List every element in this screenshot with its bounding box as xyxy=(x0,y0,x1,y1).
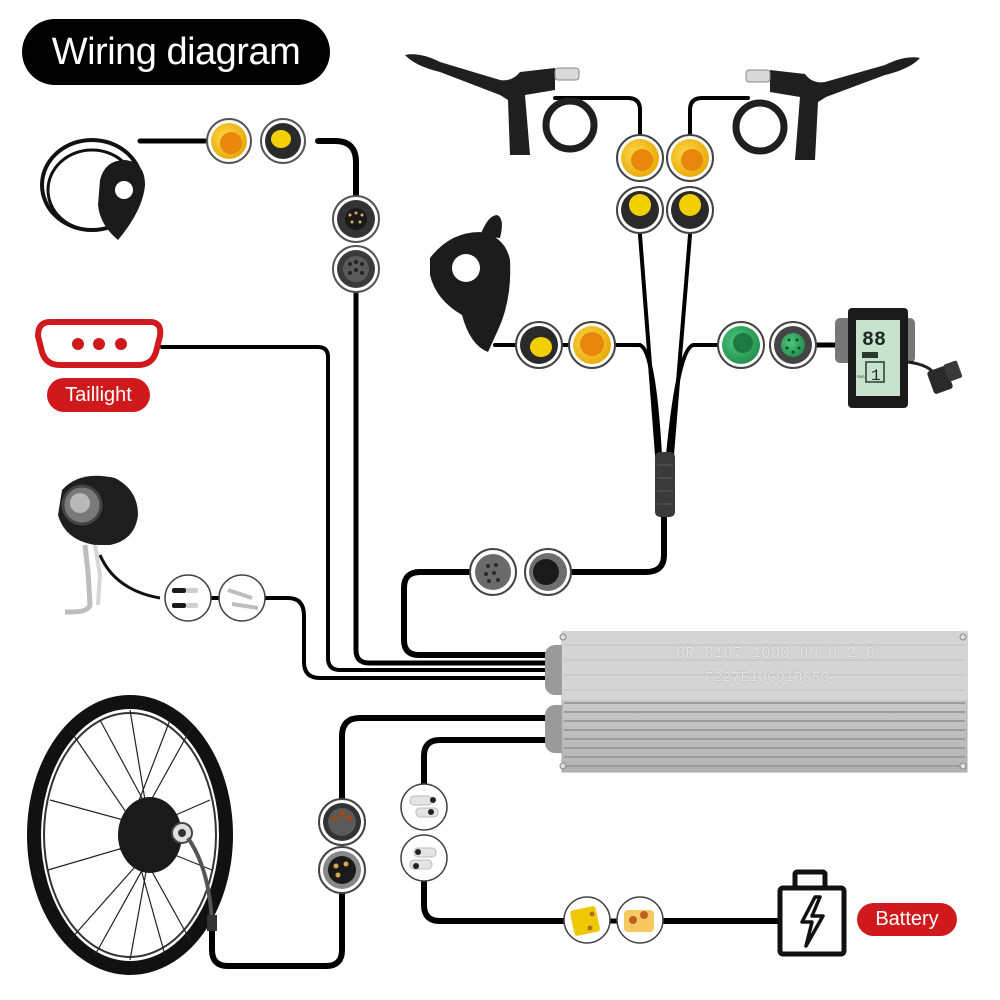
page-title: Wiring diagram xyxy=(22,19,330,85)
harness-splitter-icon xyxy=(655,452,675,517)
headlight-connector-female xyxy=(218,574,266,622)
display-harness-connector-male xyxy=(524,548,572,596)
xt60-connector-female xyxy=(616,896,664,944)
left-brake-connector-male xyxy=(616,186,664,234)
controller-model-text: GR S107.1000.9N.U 2.0 xyxy=(676,645,876,662)
battery-icon xyxy=(777,869,847,957)
right-brake-lever-icon xyxy=(732,57,920,160)
display-connector-female xyxy=(769,321,817,369)
motor-connector-male xyxy=(318,846,366,894)
pas-connector-male xyxy=(260,118,306,164)
lcd-display-icon: 88 1 PAS xyxy=(835,308,963,408)
left-brake-connector-female xyxy=(616,134,664,182)
headlight-connector-male xyxy=(164,574,212,622)
right-brake-connector-female xyxy=(666,134,714,182)
xt60-connector-male xyxy=(563,896,611,944)
battery-bullet-connector-2 xyxy=(400,834,448,882)
controller-serial-text: F227E1UG910050 xyxy=(705,670,830,686)
display-speed: 88 xyxy=(862,329,886,352)
battery-bullet-connector-1 xyxy=(400,783,448,831)
battery-label: Battery xyxy=(857,903,957,936)
headlight-icon xyxy=(58,475,161,615)
display-pas-label: PAS xyxy=(857,374,865,379)
hub-motor-wheel-icon xyxy=(27,695,233,975)
motor-controller xyxy=(545,631,968,773)
thumb-throttle-icon xyxy=(430,215,511,352)
pas-connector-female xyxy=(206,118,252,164)
left-brake-lever-icon xyxy=(405,54,598,155)
throttle-connector-male xyxy=(515,321,563,369)
throttle-connector-female xyxy=(568,321,616,369)
main-harness-connector-male xyxy=(332,195,380,243)
display-gear: 1 xyxy=(871,367,881,385)
main-harness-connector-female xyxy=(332,245,380,293)
display-connector-male xyxy=(717,321,765,369)
taillight-icon xyxy=(34,319,164,368)
pas-sensor-icon xyxy=(40,138,145,240)
display-harness-connector-female xyxy=(469,548,517,596)
right-brake-connector-male xyxy=(666,186,714,234)
taillight-label: Taillight xyxy=(47,378,150,412)
motor-connector-female xyxy=(318,798,366,846)
